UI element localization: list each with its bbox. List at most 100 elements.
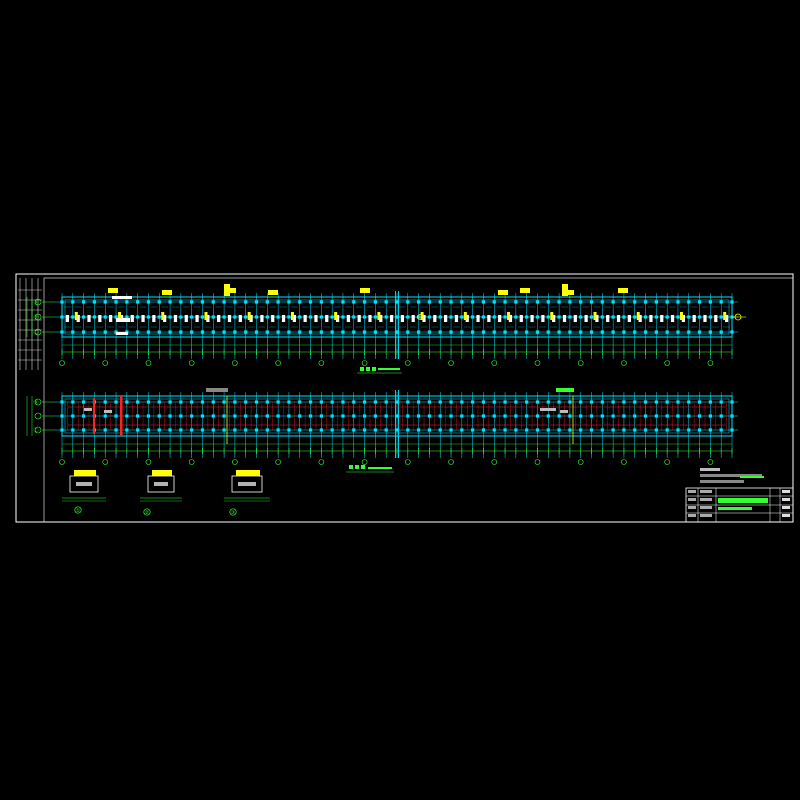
column bbox=[589, 330, 594, 334]
column bbox=[481, 330, 486, 334]
detail-rebar-tag bbox=[152, 470, 172, 476]
column bbox=[579, 315, 583, 319]
window-mark bbox=[314, 315, 318, 322]
title-text-block bbox=[718, 507, 752, 510]
column bbox=[719, 414, 723, 418]
column bbox=[492, 300, 496, 304]
column bbox=[481, 315, 486, 319]
column bbox=[190, 300, 194, 304]
column bbox=[287, 428, 291, 432]
axis-bubble bbox=[102, 459, 109, 465]
column bbox=[254, 400, 259, 404]
column bbox=[384, 300, 388, 304]
column bbox=[676, 428, 680, 432]
column bbox=[136, 330, 140, 334]
column bbox=[308, 330, 313, 334]
column bbox=[298, 330, 302, 334]
column bbox=[200, 315, 205, 319]
column bbox=[427, 428, 432, 432]
column bbox=[546, 330, 550, 334]
axis-bubble bbox=[318, 459, 325, 465]
column bbox=[362, 315, 367, 319]
column bbox=[222, 400, 226, 404]
column bbox=[730, 414, 734, 418]
window-mark bbox=[584, 315, 588, 322]
column bbox=[125, 414, 129, 418]
label-block bbox=[116, 332, 128, 335]
bottom-plan-caption bbox=[346, 465, 394, 473]
column bbox=[395, 428, 399, 432]
column bbox=[384, 400, 388, 404]
window-mark bbox=[703, 315, 707, 322]
column bbox=[60, 414, 64, 418]
column bbox=[503, 330, 507, 334]
column bbox=[276, 400, 280, 404]
column bbox=[168, 400, 172, 404]
door-tag bbox=[74, 312, 78, 320]
column bbox=[654, 330, 658, 334]
column bbox=[146, 315, 151, 319]
column bbox=[190, 414, 194, 418]
column bbox=[535, 300, 540, 304]
column bbox=[71, 300, 75, 304]
column bbox=[190, 428, 194, 432]
column bbox=[233, 400, 237, 404]
axis-bubble bbox=[707, 360, 714, 366]
axis-bubble bbox=[275, 360, 281, 366]
axis-bubble bbox=[102, 360, 109, 366]
stair-band bbox=[226, 396, 228, 444]
column bbox=[514, 330, 518, 334]
column bbox=[417, 330, 421, 334]
window-mark bbox=[238, 315, 242, 322]
row-axis-bubble bbox=[34, 328, 42, 336]
column bbox=[503, 414, 507, 418]
column bbox=[697, 428, 702, 432]
column bbox=[211, 414, 215, 418]
column bbox=[287, 330, 291, 334]
column bbox=[471, 300, 475, 304]
column bbox=[708, 428, 712, 432]
column bbox=[125, 300, 129, 304]
column bbox=[362, 400, 367, 404]
detail-label bbox=[238, 482, 256, 486]
column bbox=[449, 428, 453, 432]
window-mark bbox=[616, 315, 621, 322]
window-mark bbox=[357, 315, 361, 322]
column bbox=[427, 330, 432, 334]
axis-bubble bbox=[664, 360, 670, 366]
column bbox=[82, 400, 86, 404]
column bbox=[190, 315, 194, 319]
column bbox=[298, 400, 302, 404]
column bbox=[179, 330, 183, 334]
column bbox=[643, 315, 648, 319]
column bbox=[471, 428, 475, 432]
column bbox=[697, 400, 702, 404]
column bbox=[190, 330, 194, 334]
stair-tag bbox=[562, 284, 568, 296]
window-mark bbox=[184, 315, 188, 322]
column bbox=[60, 315, 64, 319]
window-mark bbox=[573, 315, 577, 322]
column bbox=[265, 300, 269, 304]
column bbox=[449, 400, 453, 404]
column bbox=[265, 414, 269, 418]
column bbox=[319, 300, 323, 304]
column bbox=[622, 414, 626, 418]
column bbox=[406, 428, 410, 432]
column bbox=[352, 428, 356, 432]
window-mark bbox=[638, 315, 642, 322]
column bbox=[611, 414, 615, 418]
column bbox=[287, 315, 291, 319]
column bbox=[157, 414, 161, 418]
column bbox=[481, 300, 486, 304]
column bbox=[330, 414, 334, 418]
column bbox=[438, 400, 442, 404]
column bbox=[557, 315, 561, 319]
window-mark bbox=[714, 315, 718, 322]
title-field-label bbox=[688, 506, 696, 509]
column bbox=[179, 400, 183, 404]
column bbox=[622, 315, 626, 319]
column bbox=[514, 315, 518, 319]
column bbox=[633, 414, 637, 418]
